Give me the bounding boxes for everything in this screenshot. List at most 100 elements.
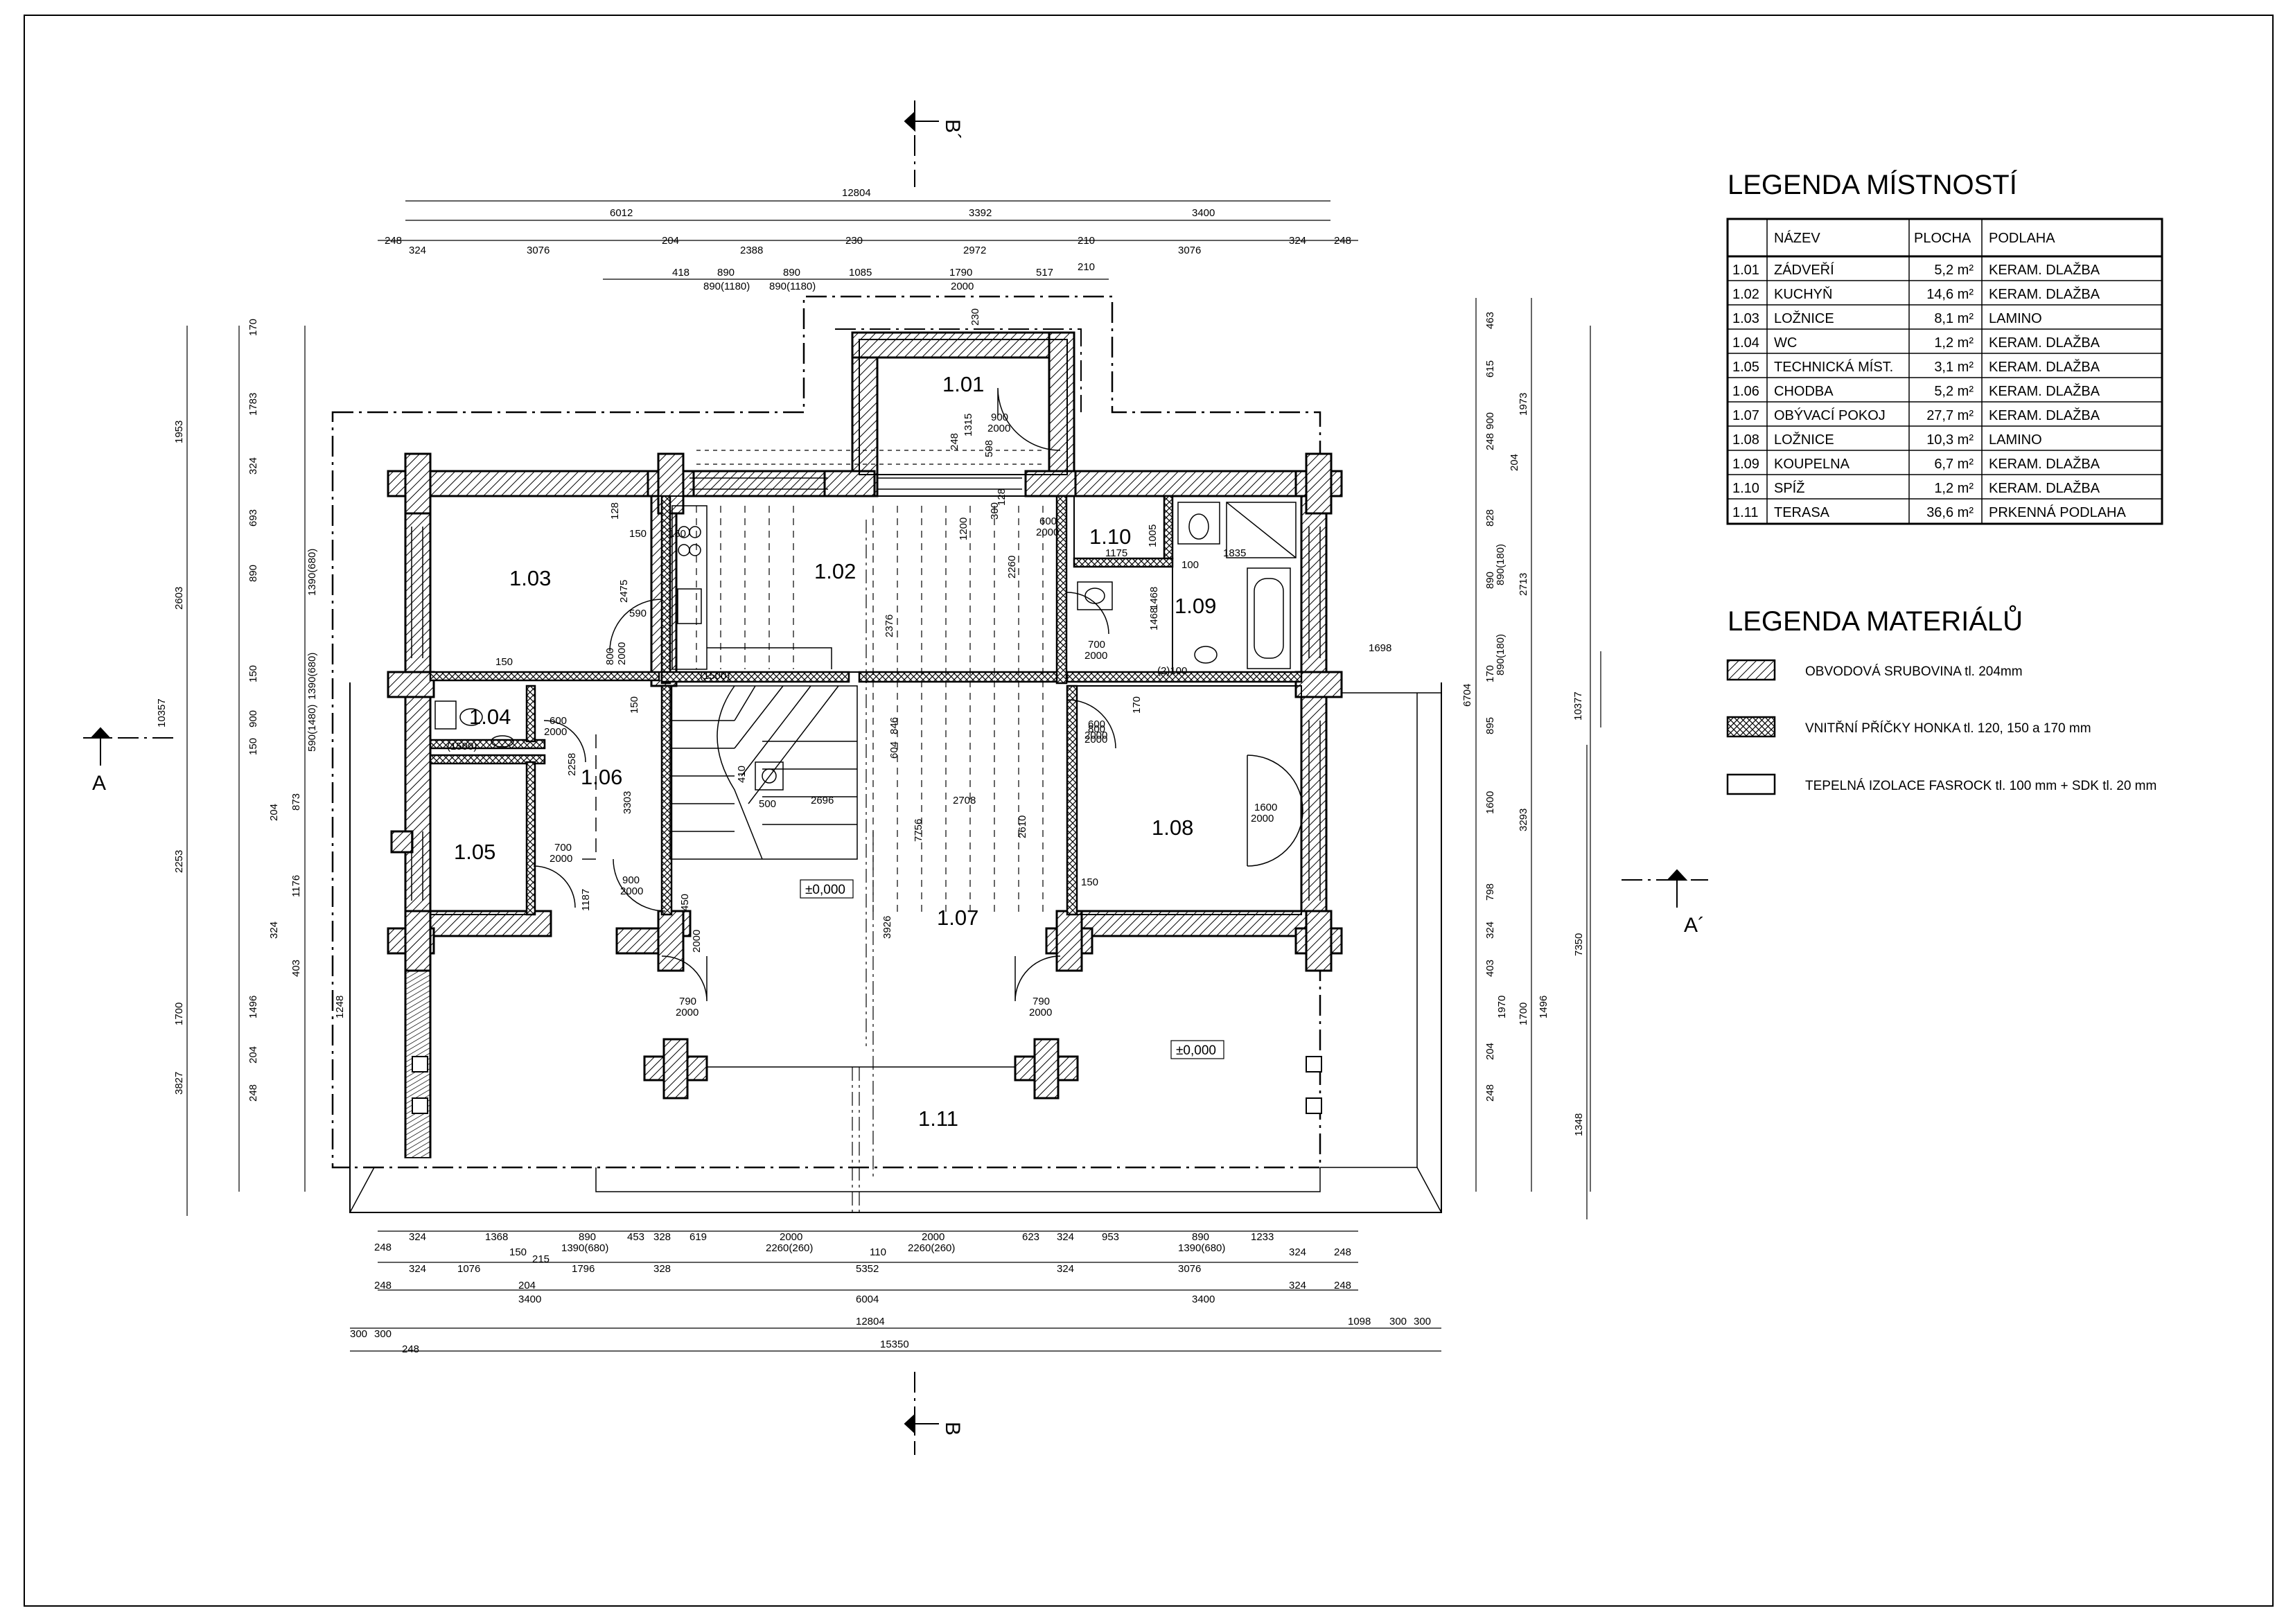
room-legend-row: 1.09 KOUPELNA 6,7 m² KERAM. DLAŽBA [1732, 456, 2100, 472]
dim-left-col1-3: 1700 [173, 1003, 185, 1025]
dim-right-col3b-0: 890(180) [1495, 544, 1506, 585]
dim-bot-row1-6: 619 [689, 1231, 707, 1243]
dim-int-28: 846 [888, 717, 900, 734]
room-legend-row: 1.07 OBÝVACÍ POKOJ 27,7 m² KERAM. DLAŽBA [1732, 407, 2100, 423]
dim-int-20: 600 [1088, 718, 1105, 730]
dimension-lines [186, 200, 1601, 1352]
dim-bot-row2-4: 1796 [572, 1263, 595, 1275]
dim-bot-row1b-2: 2260(260) [908, 1242, 955, 1254]
dim-bot-row1-10: 324 [1057, 1231, 1074, 1243]
dim-left-col3-8: 204 [268, 804, 280, 821]
dim-left-col2-0: 10357 [156, 698, 168, 727]
dim-bot-row2-9: 324 [1289, 1280, 1306, 1291]
room-legend-header-floor: PODLAHA [1989, 231, 2055, 246]
room-label-111: 1.11 [918, 1106, 958, 1131]
dim-top-row3-3: 204 [662, 235, 679, 247]
dim-int-38: 3926 [881, 916, 893, 939]
dim-right-col1-4: 1700 [1518, 1003, 1529, 1025]
dim-top-row3-9: 324 [1289, 235, 1306, 247]
row-area: 5,2 m² [1934, 384, 1974, 399]
dim-top-row3-0: 248 [385, 235, 402, 247]
dim-left-col1-0: 1953 [173, 421, 185, 443]
room-101-boundary [859, 339, 1068, 475]
dim-bot-row2-1: 324 [409, 1263, 426, 1275]
row-id: 1.01 [1732, 263, 1759, 278]
dim-bot-row3-2: 3400 [1192, 1294, 1215, 1305]
room-legend-row: 1.06 CHODBA 5,2 m² KERAM. DLAŽBA [1732, 383, 2100, 399]
terrace-step [595, 1167, 1321, 1192]
dim-int-3: 128 [609, 502, 621, 520]
dim-bot-row1-15: 248 [1334, 1246, 1351, 1258]
dim-left-col3b-1: 1390(680) [306, 653, 318, 700]
dim-bot-row4-4: 300 [1389, 1316, 1407, 1327]
dim-bot-row2-3: 204 [518, 1280, 536, 1291]
dim-int-16: 2000 [550, 853, 572, 865]
dim-bot-row1-4: 453 [627, 1231, 644, 1243]
dim-right-col3b-1: 890(180) [1495, 634, 1506, 676]
row-floor: KERAM. DLAŽBA [1989, 480, 2100, 496]
dim-int-7: 150 [495, 656, 513, 668]
dim-top-overall: 12804 [842, 187, 871, 199]
dim-int-62: (2)100 [1157, 665, 1187, 677]
axis-line [852, 1067, 860, 1212]
dim-int-33: 800 [1088, 723, 1105, 735]
dim-int-49: 1005 [1147, 524, 1159, 547]
dim-bot-row3-1: 6004 [856, 1294, 879, 1305]
row-floor: KERAM. DLAŽBA [1989, 456, 2100, 472]
dimension-texts: 12804 6012 3392 3400 248 324 3076 204 23… [156, 187, 1585, 1355]
room-legend-row: 1.02 KUCHYŇ 14,6 m² KERAM. DLAŽBA [1732, 286, 2100, 302]
dim-top-row3-6: 2972 [963, 245, 986, 256]
dim-int-45: 790 [1033, 996, 1050, 1007]
dim-right-col3-16: 248 [1484, 1084, 1496, 1102]
dim-left-col3-4: 890 [247, 565, 259, 582]
dim-right-col1-3: 3293 [1518, 809, 1529, 831]
outline-dashdot [331, 295, 1321, 1169]
dim-int-32: 2000 [1084, 650, 1107, 662]
dim-bot-row2-5: 328 [653, 1263, 671, 1275]
room-legend-row: 1.04 WC 1,2 m² KERAM. DLAŽBA [1732, 335, 2100, 351]
dim-left-col1-2: 2253 [173, 850, 185, 873]
dim-bot-row1b-5: 215 [532, 1253, 550, 1265]
dim-top-row4-0: 418 [672, 267, 689, 279]
dim-int-61: 100 [1181, 559, 1199, 571]
dim-int-9: 2000 [544, 726, 567, 738]
material-swatch-crosshatch [1726, 716, 1776, 738]
row-name: SPÍŽ [1774, 480, 1804, 496]
dim-bot-row1-9: 623 [1022, 1231, 1039, 1243]
row-name: WC [1774, 335, 1797, 351]
dim-int-63: 170 [1131, 696, 1143, 714]
row-name: TECHNICKÁ MÍST. [1774, 359, 1893, 375]
dim-right-col3-9: 1600 [1484, 791, 1496, 814]
dim-left-col3-11: 324 [268, 921, 280, 939]
dim-int-46: 2000 [1029, 1007, 1052, 1018]
dim-bot-row1-13: 1233 [1251, 1231, 1274, 1243]
dim-right-col3-1: 615 [1484, 360, 1496, 378]
dim-left-col3-0: 170 [247, 319, 259, 336]
dim-int-58: 300 [989, 502, 1001, 520]
room-label-104: 1.04 [469, 705, 511, 729]
dim-int-26: 2696 [811, 795, 834, 806]
dim-int-47: 1835 [1223, 547, 1246, 559]
windows [411, 477, 1321, 901]
row-area: 5,2 m² [1934, 263, 1974, 278]
room-label-110: 1.10 [1089, 524, 1131, 549]
dim-bot-row1-1: 324 [409, 1231, 426, 1243]
dim-right-col3-8: 895 [1484, 717, 1496, 734]
room-legend-row: 1.05 TECHNICKÁ MÍST. 3,1 m² KERAM. DLAŽB… [1732, 359, 2100, 375]
room-legend-frame [1726, 218, 2163, 525]
dim-right-col1-5: 1348 [1573, 1113, 1585, 1136]
dim-int-4: 150 [669, 528, 686, 540]
dim-int-23: 2000 [691, 930, 703, 953]
dim-left-col3b-2: 590(1480) [306, 705, 318, 752]
dim-bot-row1-11: 953 [1102, 1231, 1119, 1243]
dim-bot-row1-5: 328 [653, 1231, 671, 1243]
level-inside: ±0,000 [805, 883, 845, 897]
beam-lines [696, 450, 1044, 1178]
dim-bot-row1-12: 890 [1192, 1231, 1209, 1243]
dim-right-col1-6: 7350 [1573, 933, 1585, 956]
dim-left-col3-2: 324 [247, 457, 259, 475]
room-legend-grid [1728, 219, 2162, 524]
dim-int-48: 1175 [1105, 547, 1127, 559]
row-name: KUCHYŇ [1774, 286, 1832, 302]
terrace-outline [349, 682, 1442, 1213]
